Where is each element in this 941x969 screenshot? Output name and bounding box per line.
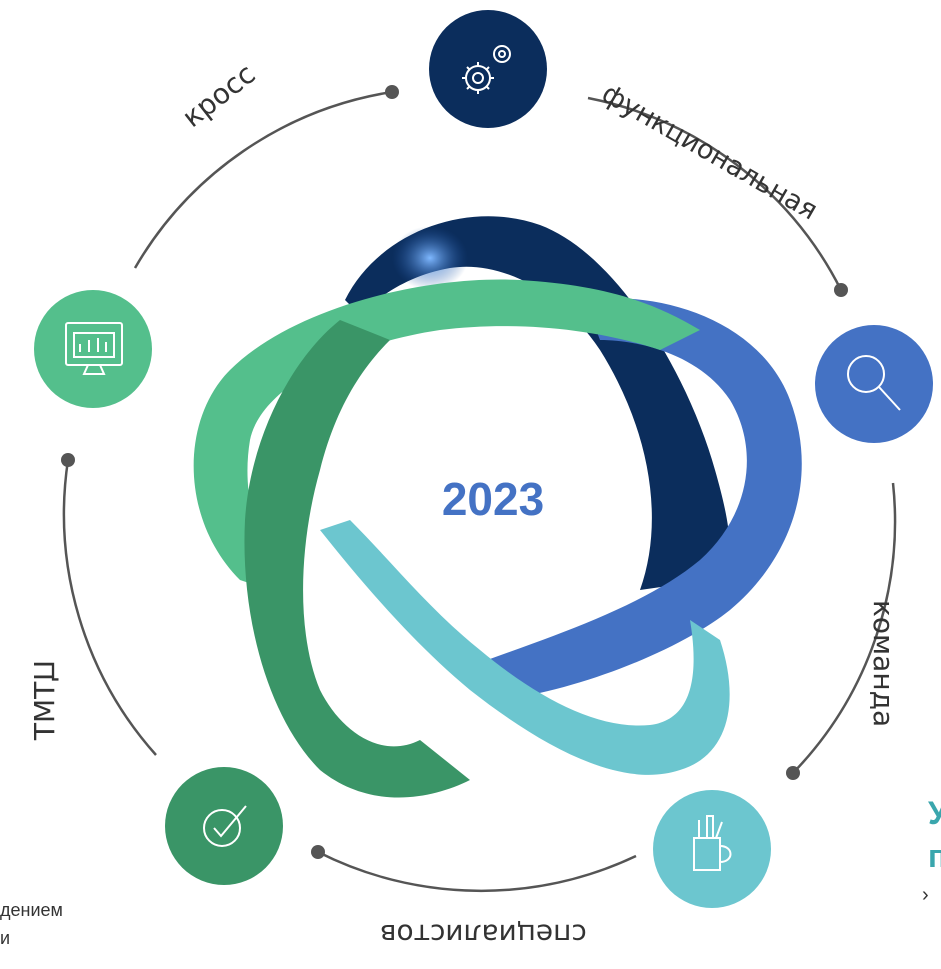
node-bottom-left-circle: [165, 767, 283, 885]
arc-word-left: ЦТМТ: [28, 660, 61, 741]
magnifier-icon: [847, 355, 901, 411]
ring-dots: [61, 85, 848, 859]
node-right-circle: [815, 325, 933, 443]
ring-dot: [834, 283, 848, 297]
arc-word-bottom: специалистов: [380, 918, 587, 951]
arc-left: [62, 459, 157, 756]
center-year-label: 2023: [441, 473, 545, 525]
ring-dot: [61, 453, 75, 467]
ring-dot: [385, 85, 399, 99]
ribbon-green: [244, 320, 470, 798]
right-edge-title-line2: п: [928, 838, 941, 874]
arc-right: [792, 482, 897, 774]
pencil-cup-icon: [693, 815, 732, 871]
arc-top-right: [587, 96, 843, 291]
gear-check-icon: [203, 805, 247, 847]
right-edge-title-line1: У: [928, 795, 941, 831]
ring-dot: [786, 766, 800, 780]
ribbon-teal: [320, 520, 730, 775]
arc-bottom: [317, 850, 637, 893]
left-edge-text-line1: дением: [0, 900, 63, 920]
knot-ribbons: [193, 216, 802, 798]
ribbon-highlight: [392, 226, 468, 290]
node-bottom-right-circle: [653, 790, 771, 908]
ribbon-blue: [460, 298, 802, 700]
arc-word-right: команда: [867, 600, 900, 728]
ring-dot: [311, 845, 325, 859]
node-left-circle: [34, 290, 152, 408]
outer-ring: [62, 90, 897, 893]
monitor-chart-icon: [65, 322, 123, 375]
left-edge-text-line2: и: [0, 928, 11, 948]
gears-icon: [462, 45, 511, 94]
right-edge-bullet: ›: [922, 884, 929, 906]
arc-top-left: [133, 90, 393, 269]
